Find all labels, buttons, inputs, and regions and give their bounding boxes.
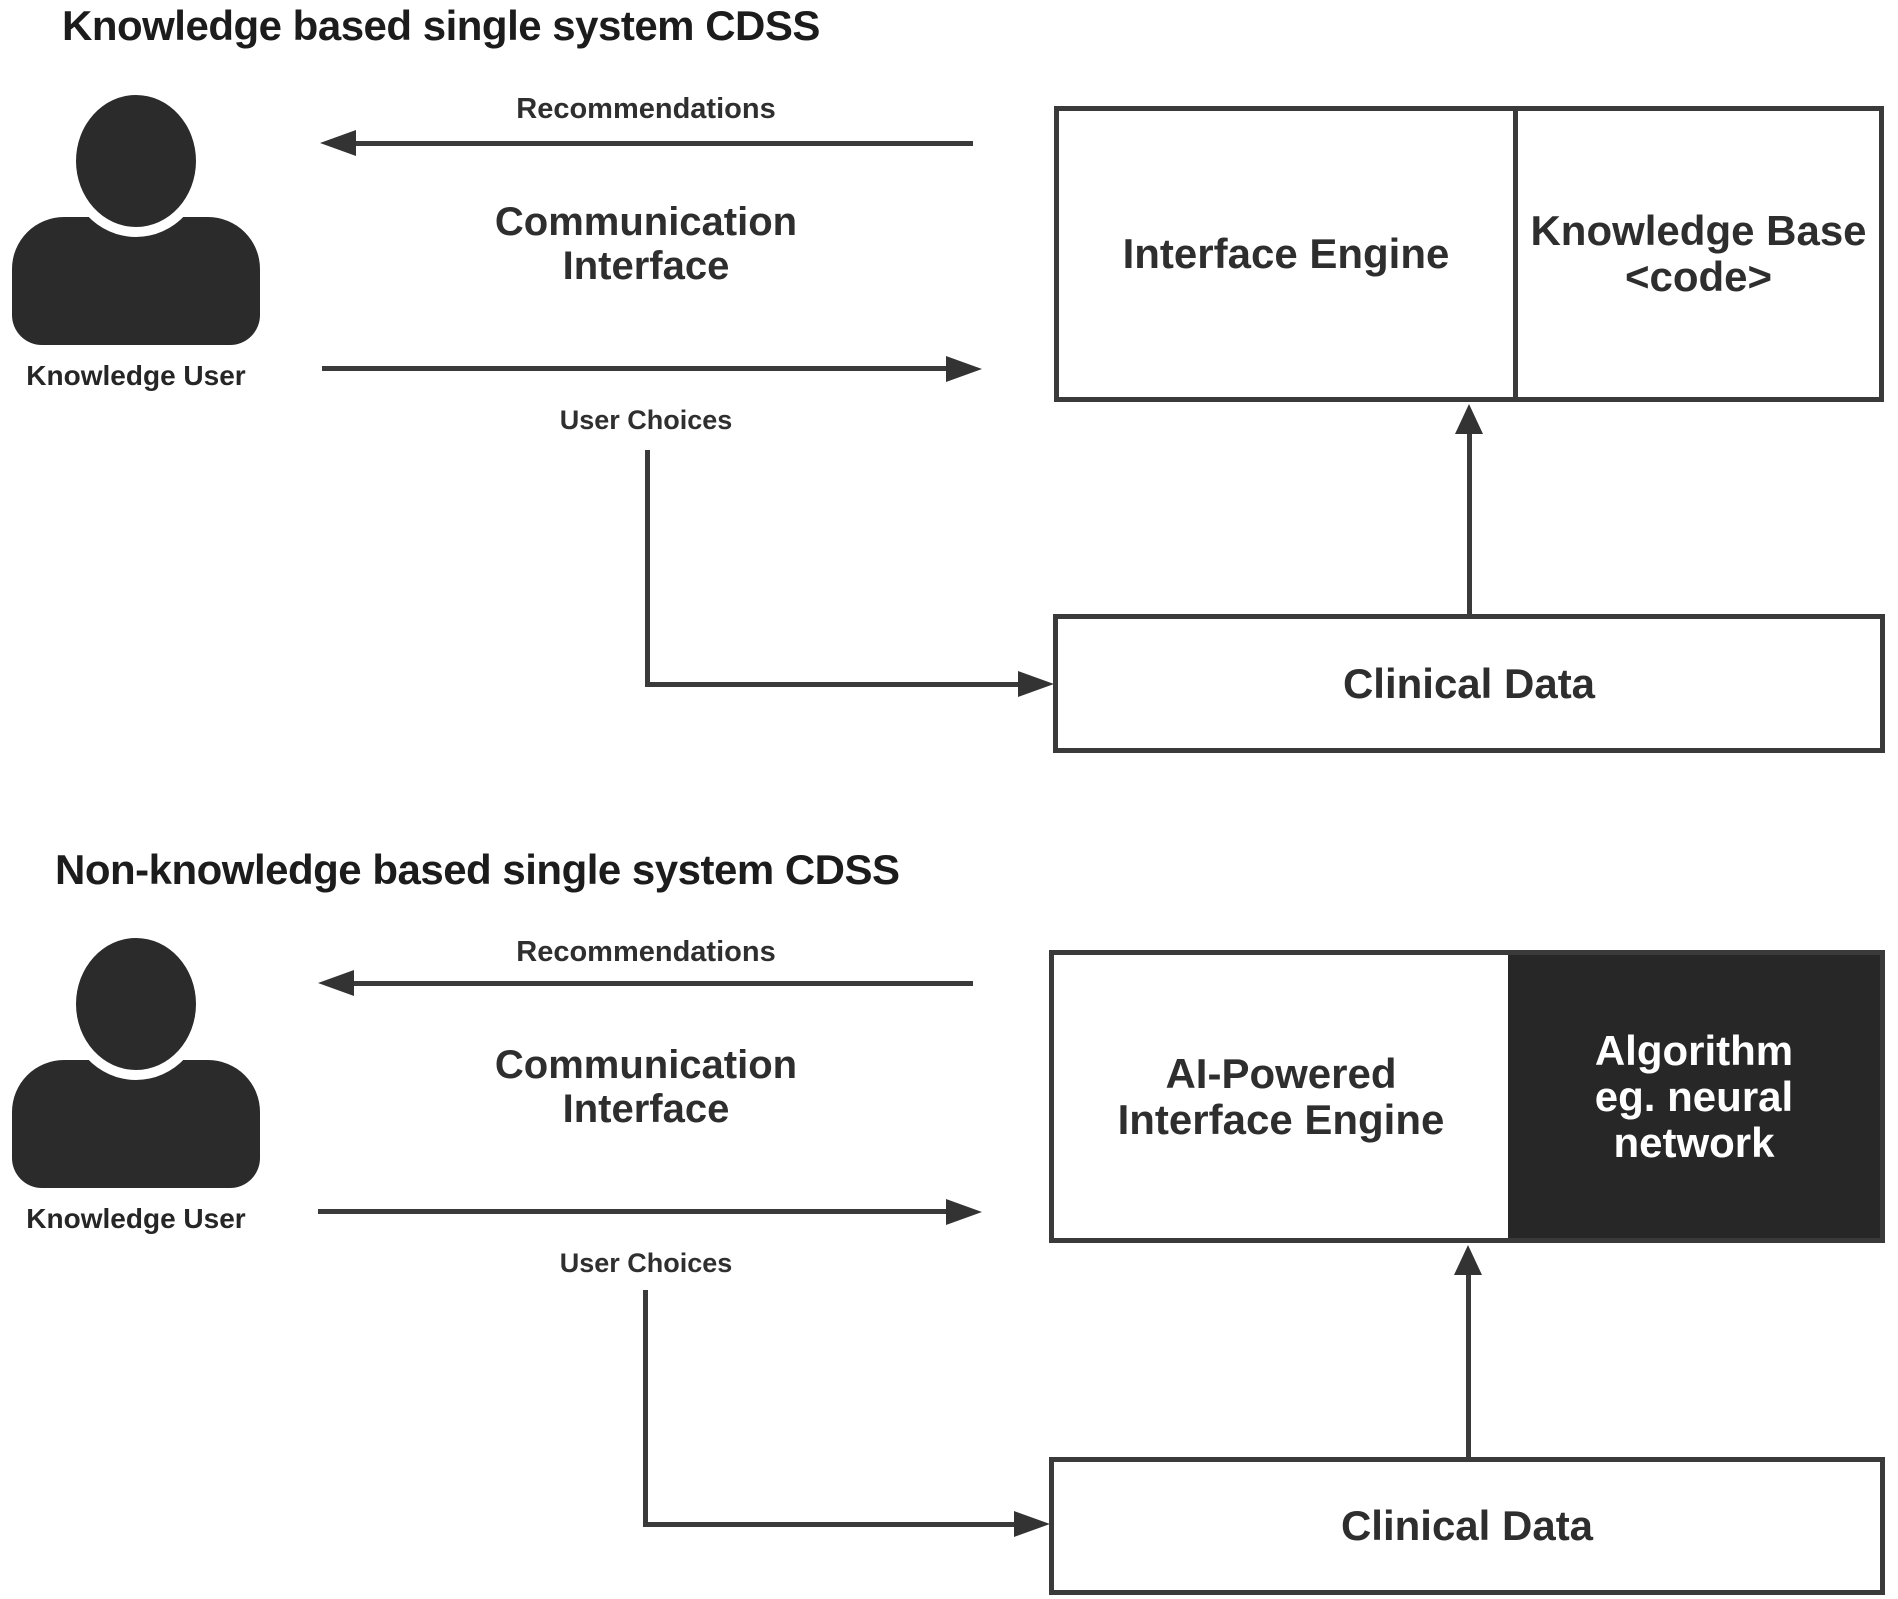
section2-recommendations-arrow [348, 981, 973, 986]
section2-elbow-horizontal [643, 1522, 1016, 1527]
communication-line2: Interface [562, 1087, 730, 1131]
section2-user-choices-arrowhead-icon [946, 1199, 982, 1225]
section2-user-choices-arrow [318, 1209, 948, 1214]
section1-user-choices-arrowhead-icon [946, 356, 982, 382]
section2-recommendations-label: Recommendations [516, 936, 776, 968]
section1-elbow-horizontal [645, 682, 1020, 687]
section2-recommendations-arrowhead-icon [318, 970, 354, 996]
communication-line1: Communication [494, 1043, 798, 1087]
ai-engine-line1: AI-Powered [1165, 1049, 1397, 1097]
section1-communication-interface-label: Communication Interface [446, 200, 846, 288]
section1-clinical-data-label: Clinical Data [1342, 659, 1596, 707]
section1-clinical-to-engine-arrow [1467, 430, 1472, 614]
section2-engine-box: AI-Powered Interface Engine Algorithm eg… [1049, 950, 1885, 1243]
communication-line2: Interface [562, 244, 730, 288]
algorithm-line1: Algorithm [1594, 1026, 1794, 1074]
section1-user-choices-arrow [322, 366, 948, 371]
knowledge-base-box: Knowledge Base <code> [1518, 111, 1879, 397]
knowledge-base-line2: <code> [1624, 253, 1773, 300]
section1-recommendations-label: Recommendations [516, 93, 776, 125]
section1-elbow-vertical [645, 450, 650, 687]
section1-clinical-data-box: Clinical Data [1053, 614, 1885, 753]
knowledge-user-icon-2 [12, 938, 260, 1188]
knowledge-user-icon [12, 95, 260, 345]
section2-clinical-to-engine-arrow [1466, 1271, 1471, 1457]
section1-engine-box: Interface Engine Knowledge Base <code> [1054, 106, 1884, 402]
algorithm-box: Algorithm eg. neural network [1508, 955, 1880, 1238]
section2-clinical-data-box: Clinical Data [1049, 1457, 1885, 1595]
communication-line1: Communication [494, 200, 798, 244]
section2-elbow-vertical [643, 1290, 648, 1522]
algorithm-line2: eg. neural [1594, 1072, 1794, 1120]
section2-communication-interface-label: Communication Interface [446, 1043, 846, 1131]
section2-clinical-data-label: Clinical Data [1340, 1502, 1594, 1549]
section2-title: Non-knowledge based single system CDSS [55, 846, 900, 893]
ai-interface-engine-box: AI-Powered Interface Engine [1054, 955, 1508, 1238]
section2-user-label: Knowledge User [26, 1203, 246, 1234]
person-body-icon [12, 1060, 260, 1188]
section1-clinical-to-engine-arrowhead-icon [1455, 404, 1483, 434]
person-head-icon [76, 95, 196, 227]
section1-recommendations-arrow [350, 141, 973, 146]
interface-engine-label: Interface Engine [1122, 230, 1450, 277]
section2-clinical-to-engine-arrowhead-icon [1454, 1245, 1482, 1275]
ai-engine-line2: Interface Engine [1117, 1095, 1445, 1143]
section1-user-choices-label: User Choices [559, 405, 733, 435]
section2-elbow-arrowhead-icon [1014, 1511, 1050, 1537]
section2-user-choices-label: User Choices [559, 1248, 733, 1278]
section1-recommendations-arrowhead-icon [320, 130, 356, 156]
algorithm-line3: network [1613, 1118, 1775, 1166]
section1-title: Knowledge based single system CDSS [62, 2, 820, 49]
person-head-icon [76, 938, 196, 1070]
section1-elbow-arrowhead-icon [1018, 671, 1054, 697]
person-body-icon [12, 217, 260, 345]
knowledge-base-line1: Knowledge Base [1530, 207, 1867, 254]
interface-engine-box: Interface Engine [1059, 111, 1518, 397]
section1-user-label: Knowledge User [26, 360, 246, 391]
